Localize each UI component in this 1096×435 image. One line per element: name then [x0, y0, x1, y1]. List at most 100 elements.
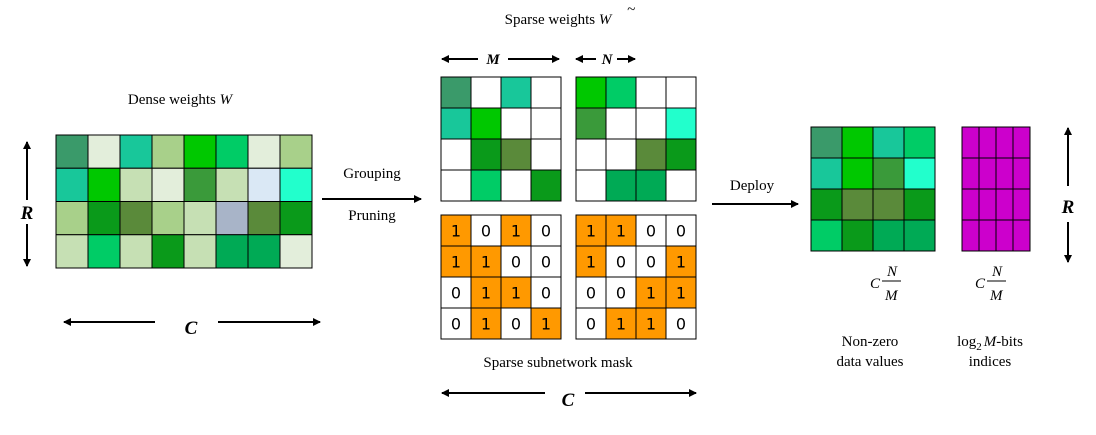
- nonzero-value-cell: [903, 157, 936, 190]
- tilde-icon: ~: [627, 2, 635, 18]
- dense-weight-cell: [215, 201, 249, 236]
- dense-weight-cell: [183, 167, 217, 202]
- mask-cell-value: 0: [616, 253, 626, 272]
- dense-weight-cell: [279, 234, 313, 269]
- mask-cell-value: 0: [541, 222, 551, 241]
- nonzero-value-cell: [841, 219, 874, 252]
- mask-cell: [440, 276, 472, 309]
- mask-cell-value: 1: [451, 222, 461, 241]
- mask-cell-value: 1: [586, 222, 596, 241]
- mask-cell: [665, 245, 697, 278]
- dense-weight-cell: [119, 201, 153, 236]
- dense-weight-cell: [87, 234, 121, 269]
- deploy-label: Deploy: [730, 178, 775, 194]
- m-label: M: [485, 52, 500, 68]
- dense-weight-cell: [119, 167, 153, 202]
- sparse-weight-cell: [665, 107, 697, 140]
- dense-weight-cell: [55, 201, 89, 236]
- index-cell: [978, 219, 997, 252]
- mask-cell: [605, 276, 637, 309]
- dense-weight-cell: [183, 201, 217, 236]
- mask-cell: [530, 276, 562, 309]
- sparse-weights-block-2: [575, 76, 697, 202]
- dense-weight-cell: [55, 234, 89, 269]
- mask-cell-value: 1: [616, 222, 626, 241]
- nonzero-value-cell: [903, 188, 936, 221]
- sparse-weight-cell: [575, 107, 607, 140]
- mask-cell: [500, 307, 532, 340]
- sparse-weights-title: Sparse weights W: [505, 12, 613, 28]
- mask-cell-value: 1: [676, 284, 686, 303]
- index-cell: [978, 157, 997, 190]
- nonzero-value-cell: [810, 157, 843, 190]
- mask-cell-value: 0: [541, 284, 551, 303]
- sparse-weight-cell: [665, 76, 697, 109]
- pruning-label: Pruning: [348, 208, 396, 224]
- mask-cell: [665, 276, 697, 309]
- index-cell: [978, 188, 997, 221]
- index-cell: [995, 219, 1014, 252]
- indices-grid: [961, 126, 1031, 252]
- sparse-weight-cell: [500, 76, 532, 109]
- sparse-weight-cell: [605, 107, 637, 140]
- mask-cell-value: 1: [616, 315, 626, 334]
- sparse-weight-cell: [665, 138, 697, 171]
- nonzero-value-cell: [841, 188, 874, 221]
- mask-cell-value: 0: [646, 253, 656, 272]
- grouping-label: Grouping: [343, 166, 401, 182]
- mask-cell-value: 0: [616, 284, 626, 303]
- nonzero-value-cell: [810, 126, 843, 159]
- dense-weight-cell: [87, 134, 121, 169]
- indices-caption-line2: indices: [969, 354, 1012, 370]
- sparse-weight-cell: [470, 169, 502, 202]
- sparse-weight-cell: [440, 138, 472, 171]
- mask-cell-value: 1: [481, 315, 491, 334]
- dense-weight-cell: [247, 134, 281, 169]
- nonzero-values-grid: [810, 126, 936, 252]
- sparse-weight-cell: [440, 107, 472, 140]
- mask-cell: [500, 276, 532, 309]
- mask-cell-value: 1: [511, 284, 521, 303]
- dense-weight-cell: [55, 167, 89, 202]
- mask-cell: [605, 307, 637, 340]
- values-dim-numerator: N: [886, 264, 898, 280]
- dense-weight-cell: [151, 234, 185, 269]
- dense-weights-grid: [55, 134, 313, 269]
- mask-cell-value: 1: [676, 253, 686, 272]
- index-cell: [995, 188, 1014, 221]
- dense-weight-cell: [279, 134, 313, 169]
- sparse-weights-block-1: [440, 76, 562, 202]
- dense-weight-cell: [151, 167, 185, 202]
- mask-cell-value: 1: [481, 253, 491, 272]
- sparse-weight-cell: [605, 138, 637, 171]
- sparse-weight-cell: [635, 76, 667, 109]
- mask-cell-value: 0: [676, 222, 686, 241]
- sparse-weight-cell: [530, 169, 562, 202]
- dense-weight-cell: [119, 234, 153, 269]
- dense-weight-cell: [215, 234, 249, 269]
- mask-cell-value: 0: [586, 284, 596, 303]
- mask-cell-value: 0: [511, 253, 521, 272]
- mask-cell-value: 1: [511, 222, 521, 241]
- mask-cell-value: 1: [586, 253, 596, 272]
- index-cell: [978, 126, 997, 159]
- nonzero-value-cell: [810, 219, 843, 252]
- sparse-weight-cell: [440, 76, 472, 109]
- dense-weight-cell: [87, 201, 121, 236]
- mask-cell: [530, 307, 562, 340]
- dense-cols-label: C: [185, 318, 198, 339]
- sparse-weight-cell: [470, 138, 502, 171]
- nonzero-value-cell: [841, 126, 874, 159]
- mask-cols-label: C: [562, 390, 575, 411]
- sparse-weight-cell: [575, 138, 607, 171]
- sparse-weight-cell: [500, 138, 532, 171]
- mask-cell-value: 1: [646, 284, 656, 303]
- mask-cell-value: 0: [481, 222, 491, 241]
- nonzero-value-cell: [810, 188, 843, 221]
- dense-weight-cell: [247, 167, 281, 202]
- right-rows-label: R: [1061, 197, 1075, 218]
- sparse-weight-cell: [635, 169, 667, 202]
